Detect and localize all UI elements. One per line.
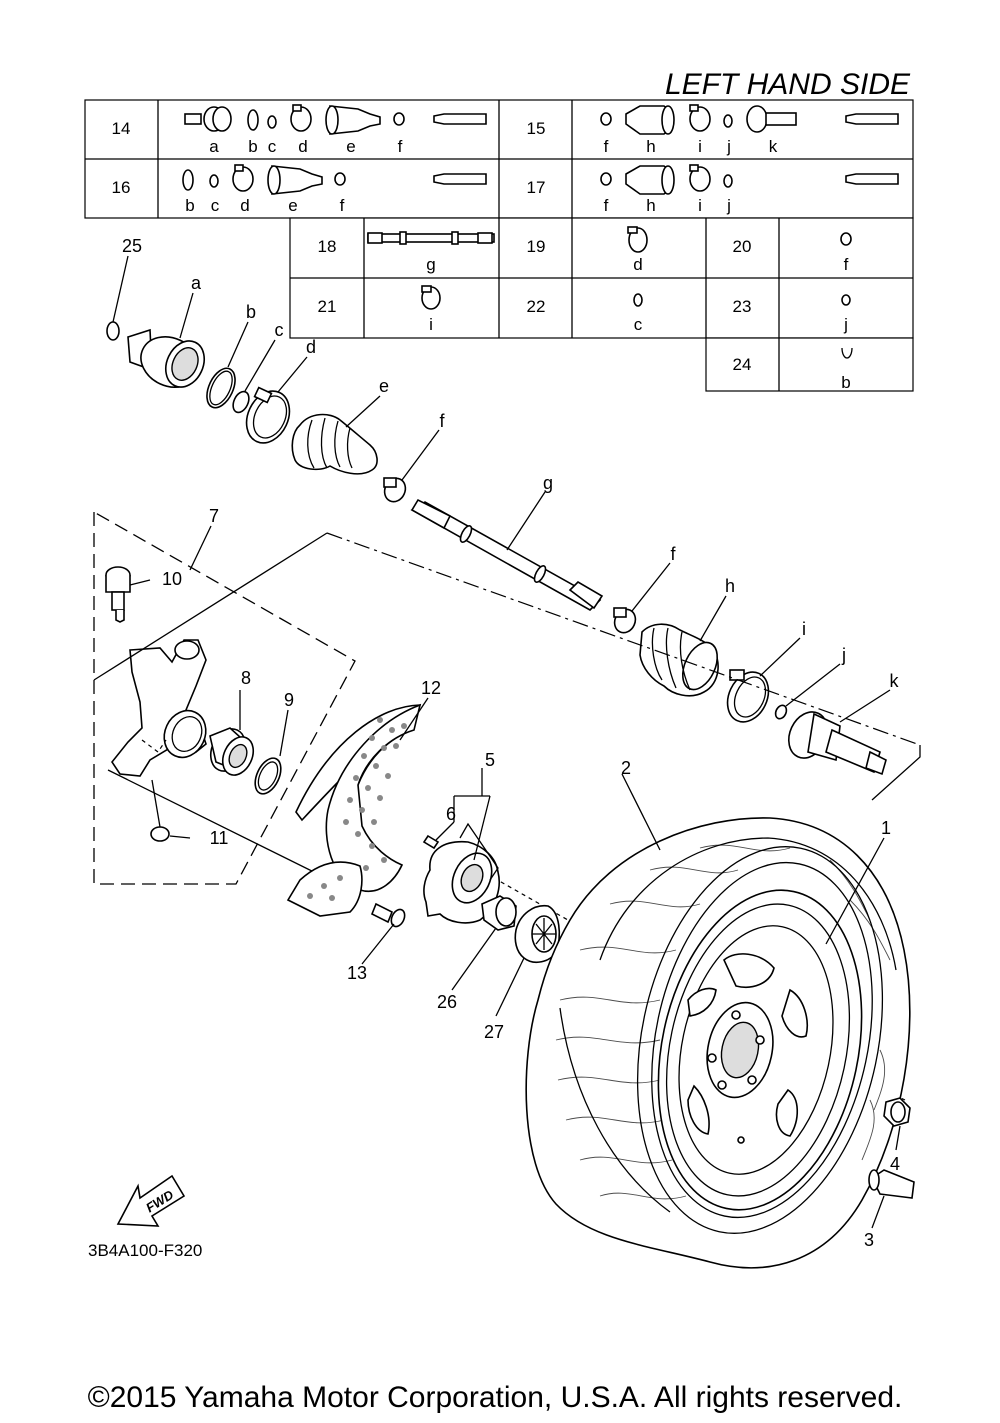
table-row-21-number: 21 bbox=[318, 297, 337, 316]
table-row-19-number: 19 bbox=[527, 237, 546, 256]
brake-disc-guard-12: 12 bbox=[286, 678, 441, 917]
table-row-24-number: 24 bbox=[733, 355, 752, 374]
circlip-icon bbox=[841, 294, 851, 306]
callout-j: j bbox=[841, 645, 846, 665]
callout-10: 10 bbox=[162, 569, 182, 589]
kit-14-sub-c: c bbox=[268, 137, 277, 156]
front-hub-5: 5 6 bbox=[422, 750, 500, 924]
kit-19-sub-d: d bbox=[633, 255, 642, 274]
callout-e: e bbox=[379, 376, 389, 396]
band-clamp-icon bbox=[627, 226, 648, 253]
callout-2: 2 bbox=[621, 758, 631, 778]
kit-23-sub-j: j bbox=[843, 315, 848, 334]
kit-20-sub-f: f bbox=[844, 255, 849, 274]
callout-13: 13 bbox=[347, 963, 367, 983]
callout-a: a bbox=[191, 273, 202, 293]
callout-k: k bbox=[890, 671, 900, 691]
kit-14-sub-b: b bbox=[248, 137, 257, 156]
hub-cap-27: 27 bbox=[484, 905, 561, 1042]
table-row-20-number: 20 bbox=[733, 237, 752, 256]
kit-15-sub-j: j bbox=[726, 137, 731, 156]
kit-14-icons bbox=[184, 104, 487, 135]
table-row-15-number: 15 bbox=[527, 119, 546, 138]
callout-f-inner: f bbox=[439, 411, 445, 431]
kit-22-sub-c: c bbox=[634, 315, 643, 334]
snap-ring-icon bbox=[841, 347, 853, 359]
tire-valve-3: 3 bbox=[864, 1169, 915, 1250]
table-row-17-number: 17 bbox=[527, 178, 546, 197]
table-row-23-number: 23 bbox=[733, 297, 752, 316]
shaft-icon bbox=[367, 231, 495, 245]
kit-24-sub-b: b bbox=[841, 373, 850, 392]
circlip-icon bbox=[633, 293, 643, 307]
band-clamp-icon bbox=[421, 285, 441, 310]
kit-14-sub-d: d bbox=[298, 137, 307, 156]
kit-18-sub-g: g bbox=[426, 255, 435, 274]
kit-16-sub-b: b bbox=[185, 196, 194, 215]
callout-8: 8 bbox=[241, 668, 251, 688]
callout-9: 9 bbox=[284, 690, 294, 710]
kit-15-sub-h: h bbox=[646, 137, 655, 156]
kit-15-sub-f: f bbox=[604, 137, 609, 156]
kit-14-sub-e: e bbox=[346, 137, 355, 156]
kit-16-sub-e: e bbox=[288, 196, 297, 215]
callout-6: 6 bbox=[446, 804, 456, 824]
inner-cv-joint-group: 25 a b c d e f bbox=[106, 236, 445, 503]
callout-27: 27 bbox=[484, 1022, 504, 1042]
drive-shaft: g bbox=[410, 473, 604, 611]
callout-7: 7 bbox=[209, 506, 219, 526]
callout-d: d bbox=[306, 337, 316, 357]
callout-f-outer: f bbox=[670, 544, 676, 564]
callout-11: 11 bbox=[210, 828, 229, 848]
copyright-notice: ©2015 Yamaha Motor Corporation, U.S.A. A… bbox=[88, 1381, 903, 1414]
outer-cv-joint-group: f h i j k bbox=[613, 544, 900, 776]
forward-direction-arrow-icon: FWD bbox=[116, 1174, 186, 1227]
kit-16-icons bbox=[182, 164, 487, 195]
callout-12: 12 bbox=[421, 678, 441, 698]
kit-17-sub-j: j bbox=[726, 196, 731, 215]
axle-nut-26: 26 bbox=[437, 895, 517, 1012]
diagram-title: LEFT HAND SIDE bbox=[665, 68, 911, 101]
kit-17-sub-h: h bbox=[646, 196, 655, 215]
callout-i: i bbox=[802, 619, 806, 639]
small-clamp-icon bbox=[840, 232, 852, 246]
wheel-nut-4: 4 bbox=[883, 1097, 911, 1174]
table-row-22-number: 22 bbox=[527, 297, 546, 316]
diagram-code: 3B4A100-F320 bbox=[88, 1241, 202, 1260]
kit-16-sub-d: d bbox=[240, 196, 249, 215]
callout-g: g bbox=[543, 473, 553, 493]
kit-15-icons bbox=[600, 104, 899, 135]
parts-kit-table: 14 a b c d e f 15 f h i j k bbox=[84, 99, 914, 392]
kit-14-sub-a: a bbox=[209, 137, 219, 156]
table-row-14-number: 14 bbox=[112, 119, 131, 138]
knuckle-assembly-7: 7 10 8 9 11 bbox=[93, 506, 356, 885]
kit-16-sub-c: c bbox=[211, 196, 220, 215]
callout-c: c bbox=[275, 320, 284, 340]
kit-17-sub-f: f bbox=[604, 196, 609, 215]
callout-26: 26 bbox=[437, 992, 457, 1012]
callout-3: 3 bbox=[864, 1230, 874, 1250]
bolt-13: 13 bbox=[347, 902, 406, 983]
callout-h: h bbox=[725, 576, 735, 596]
callout-b: b bbox=[246, 302, 256, 322]
kit-16-sub-f: f bbox=[340, 196, 345, 215]
kit-21-sub-i: i bbox=[429, 315, 433, 334]
kit-17-sub-i: i bbox=[698, 196, 702, 215]
callout-25: 25 bbox=[122, 236, 142, 256]
callout-1: 1 bbox=[881, 818, 891, 838]
kit-14-sub-f: f bbox=[398, 137, 403, 156]
callout-5: 5 bbox=[485, 750, 495, 770]
kit-15-sub-k: k bbox=[769, 137, 778, 156]
circlip-25 bbox=[106, 321, 120, 341]
callout-4: 4 bbox=[890, 1154, 900, 1174]
table-row-16-number: 16 bbox=[112, 178, 131, 197]
wheel-1: 1 bbox=[657, 818, 891, 1211]
kit-15-sub-i: i bbox=[698, 137, 702, 156]
table-row-18-number: 18 bbox=[318, 237, 337, 256]
kit-17-icons bbox=[600, 164, 899, 195]
